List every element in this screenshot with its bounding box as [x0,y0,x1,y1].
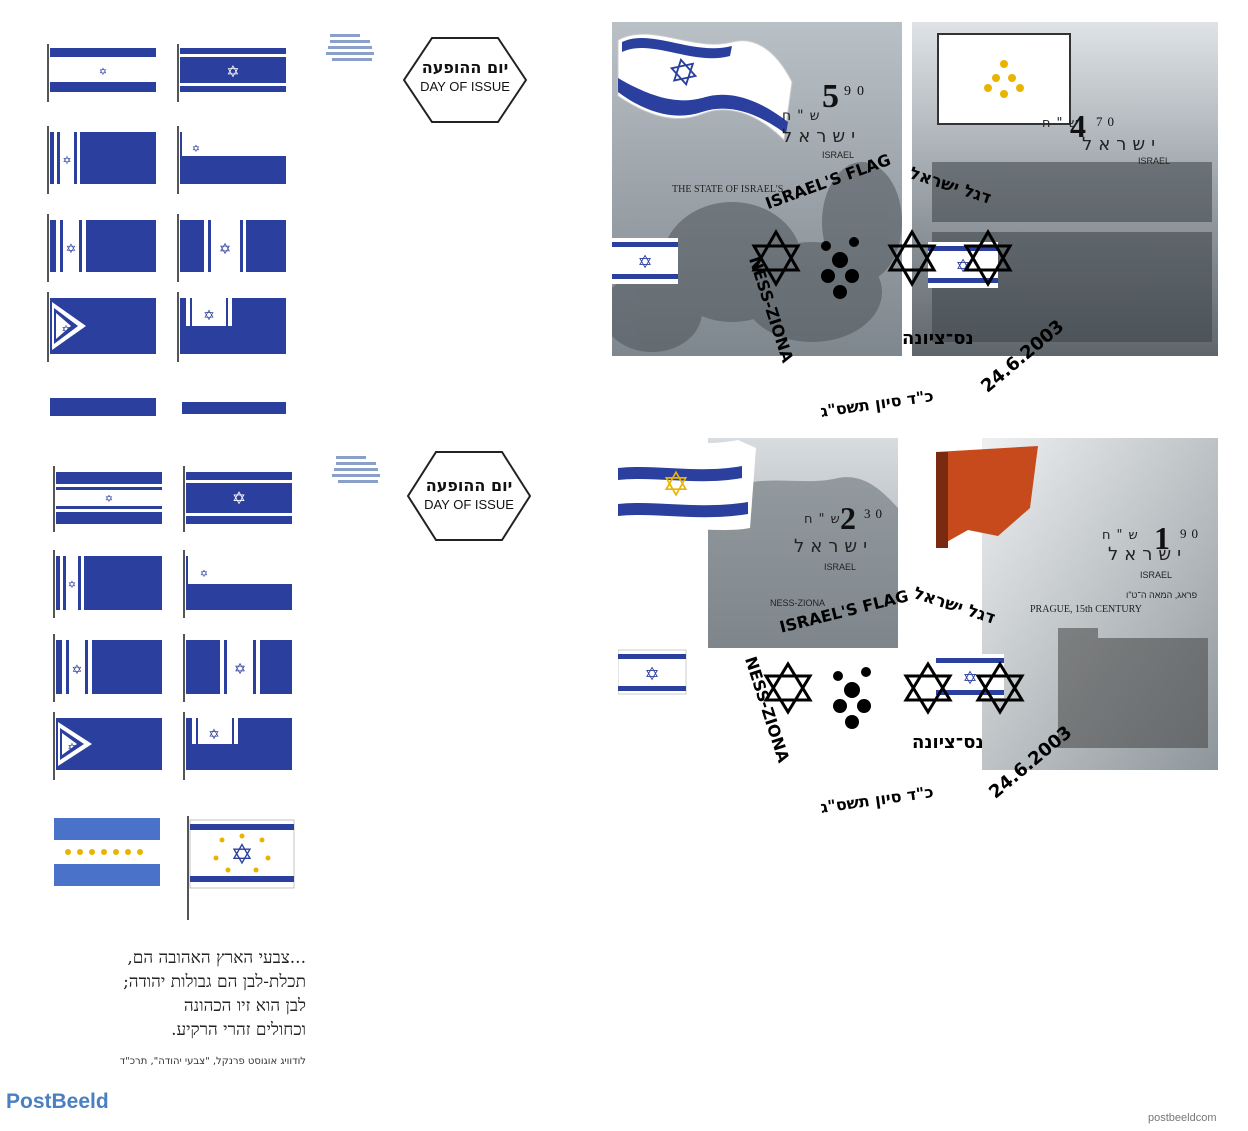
poem-line: לבן הוא זיו הכהונה [183,996,306,1016]
stamp-country-english: ISRAEL [822,150,855,160]
day-of-issue-label: יום ההופעה DAY OF ISSUE [402,58,528,94]
svg-text:✡: ✡ [208,727,220,743]
watermark-postbeeld: PostBeeld [6,1090,109,1113]
flag-variant-4: ✡ [177,126,286,194]
svg-text:✡: ✡ [662,465,691,505]
svg-text:✡: ✡ [232,489,246,509]
stamp-value-main: 2 [840,500,856,536]
postmark-town-hebrew: נס־ציונה [912,732,984,753]
stamp-value-main: 5 [822,78,839,115]
svg-text:✡: ✡ [219,240,232,258]
stamp-country-english: ISRAEL [1138,156,1171,166]
stamp-country-hebrew: ישראל [1082,134,1162,155]
postmark-bottom [763,661,1025,729]
day-of-issue-hexagon [406,451,532,541]
stamp-country-english: ISRAEL [1140,570,1173,580]
svg-text:✡: ✡ [637,252,652,273]
stamp-block-background: ✡ ✡ ✡ [612,22,1218,356]
day-of-issue-english: DAY OF ISSUE [424,497,514,512]
stamp-caption: THE STATE OF ISRAEL'S [672,184,784,195]
poem-credit: לודוויג אוגוסט פרנקל, "צבעי יהודה", תרכ"… [119,1056,306,1067]
flag-variant-7: ✡ [53,712,162,780]
svg-text:✡: ✡ [200,569,208,580]
svg-text:✡: ✡ [72,663,83,678]
day-of-issue-hexagon [402,37,528,123]
stamp-value-main: 4 [1070,108,1086,144]
day-of-issue-label: יום ההופעה DAY OF ISSUE [406,476,532,512]
stamp-currency: ש"ח [782,108,826,124]
flag-banner-hebrew: נס־ציונה [658,502,706,515]
flag-variant-6: ✡ [183,634,292,702]
flag-variant-3: ✡ [47,126,156,194]
stamp-block-top: ✡ ✡ ✡ 5 90 ש"ח ישראל ISRAEL THE STATE OF… [612,22,1218,356]
svg-text:✡: ✡ [67,741,76,754]
stamp-currency: ש"ח [1042,116,1084,131]
flag-strip-right [182,402,286,414]
stamp-currency: ש"ח [1102,528,1144,543]
svg-text:✡: ✡ [99,67,107,78]
flag-variant-5: ✡ [53,634,162,702]
svg-text:✡: ✡ [203,308,215,324]
svg-text:✡: ✡ [105,494,113,505]
stamp-caption: PRAGUE, 15th CENTURY [1030,604,1142,615]
svg-text:✡: ✡ [644,664,659,685]
svg-text:✡: ✡ [61,323,70,336]
flag-variant-7: ✡ [47,292,156,362]
stamp-country-hebrew: ישראל [782,126,862,147]
stamp-country-hebrew: ישראל [1108,544,1188,565]
stamp-block-bottom: ✡ ✡ ✡ נס־ציונה 2 30 ש"ח ישראל ISRAEL NES… [618,438,1218,770]
stamp-country-english: ISRAEL [824,562,857,572]
stamp-value-fraction: 90 [1180,526,1203,541]
svg-text:✡: ✡ [192,144,200,155]
svg-text:✡: ✡ [62,154,71,167]
flag-gallery-bottom: ✡ ✡ ✡ ✡ ✡ ✡ ✡ [53,466,295,920]
svg-text:✡: ✡ [955,256,970,277]
watermark-postbeeld-com: postbeeldcom [1148,1112,1217,1124]
flag-variant-4: ✡ [183,550,292,618]
flag-variant-2: ✡ [177,44,286,102]
svg-text:✡: ✡ [66,242,77,257]
postmark-top [751,229,1013,299]
flag-variant-8: ✡ [183,712,292,780]
flag-variant-6: ✡ [177,214,286,282]
stamp-caption: NESS-ZIONA [770,598,826,608]
stamp-country-hebrew: ישראל [794,536,874,557]
svg-text:✡: ✡ [230,838,253,871]
stamp-currency: ש"ח [804,512,846,527]
poem-line: וכחולים זהרי הרקיע. [171,1020,306,1040]
postmark-town-hebrew: נס־ציונה [902,328,974,349]
svg-text:✡: ✡ [68,580,76,591]
flag-variant-2: ✡ [183,466,292,532]
svg-text:✡: ✡ [962,668,977,689]
stamp-value-fraction: 70 [1096,114,1119,129]
day-of-issue-english: DAY OF ISSUE [420,79,510,94]
stamp-caption-hebrew: פראג, המאה ה־ט"ו [1126,590,1198,600]
stamp-value-main: 1 [1154,520,1170,556]
flag-variant-1: ✡ [53,466,162,532]
svg-text:✡: ✡ [234,660,247,678]
philatelic-service-logo [332,456,380,483]
philatelic-service-logo [326,34,374,61]
poem-line: תכלת-לבן הם גבולות יהודה; [123,972,306,992]
flag-variant-1: ✡ [47,44,156,102]
stamp-value-fraction: 30 [864,506,887,521]
day-of-issue-hebrew: יום ההופעה [421,58,509,77]
flag-variant-3: ✡ [53,550,162,618]
svg-text:✡: ✡ [226,62,239,81]
flag-gold-dots [54,818,160,886]
poem-line: ...צבעי הארץ האהובה הם, [127,948,306,968]
flag-gold-star: ✡ [187,816,295,920]
flag-variant-8: ✡ [177,292,286,362]
stamp-value-fraction: 90 [844,84,870,99]
flag-gallery-top: ✡ ✡ ✡ ✡ ✡ ✡ [47,44,286,416]
flag-variant-5: ✡ [47,214,156,282]
poem: ...צבעי הארץ האהובה הם, תכלת-לבן הם גבול… [60,946,306,1042]
day-of-issue-hebrew: יום ההופעה [425,476,513,495]
flag-strip-left [50,398,156,416]
